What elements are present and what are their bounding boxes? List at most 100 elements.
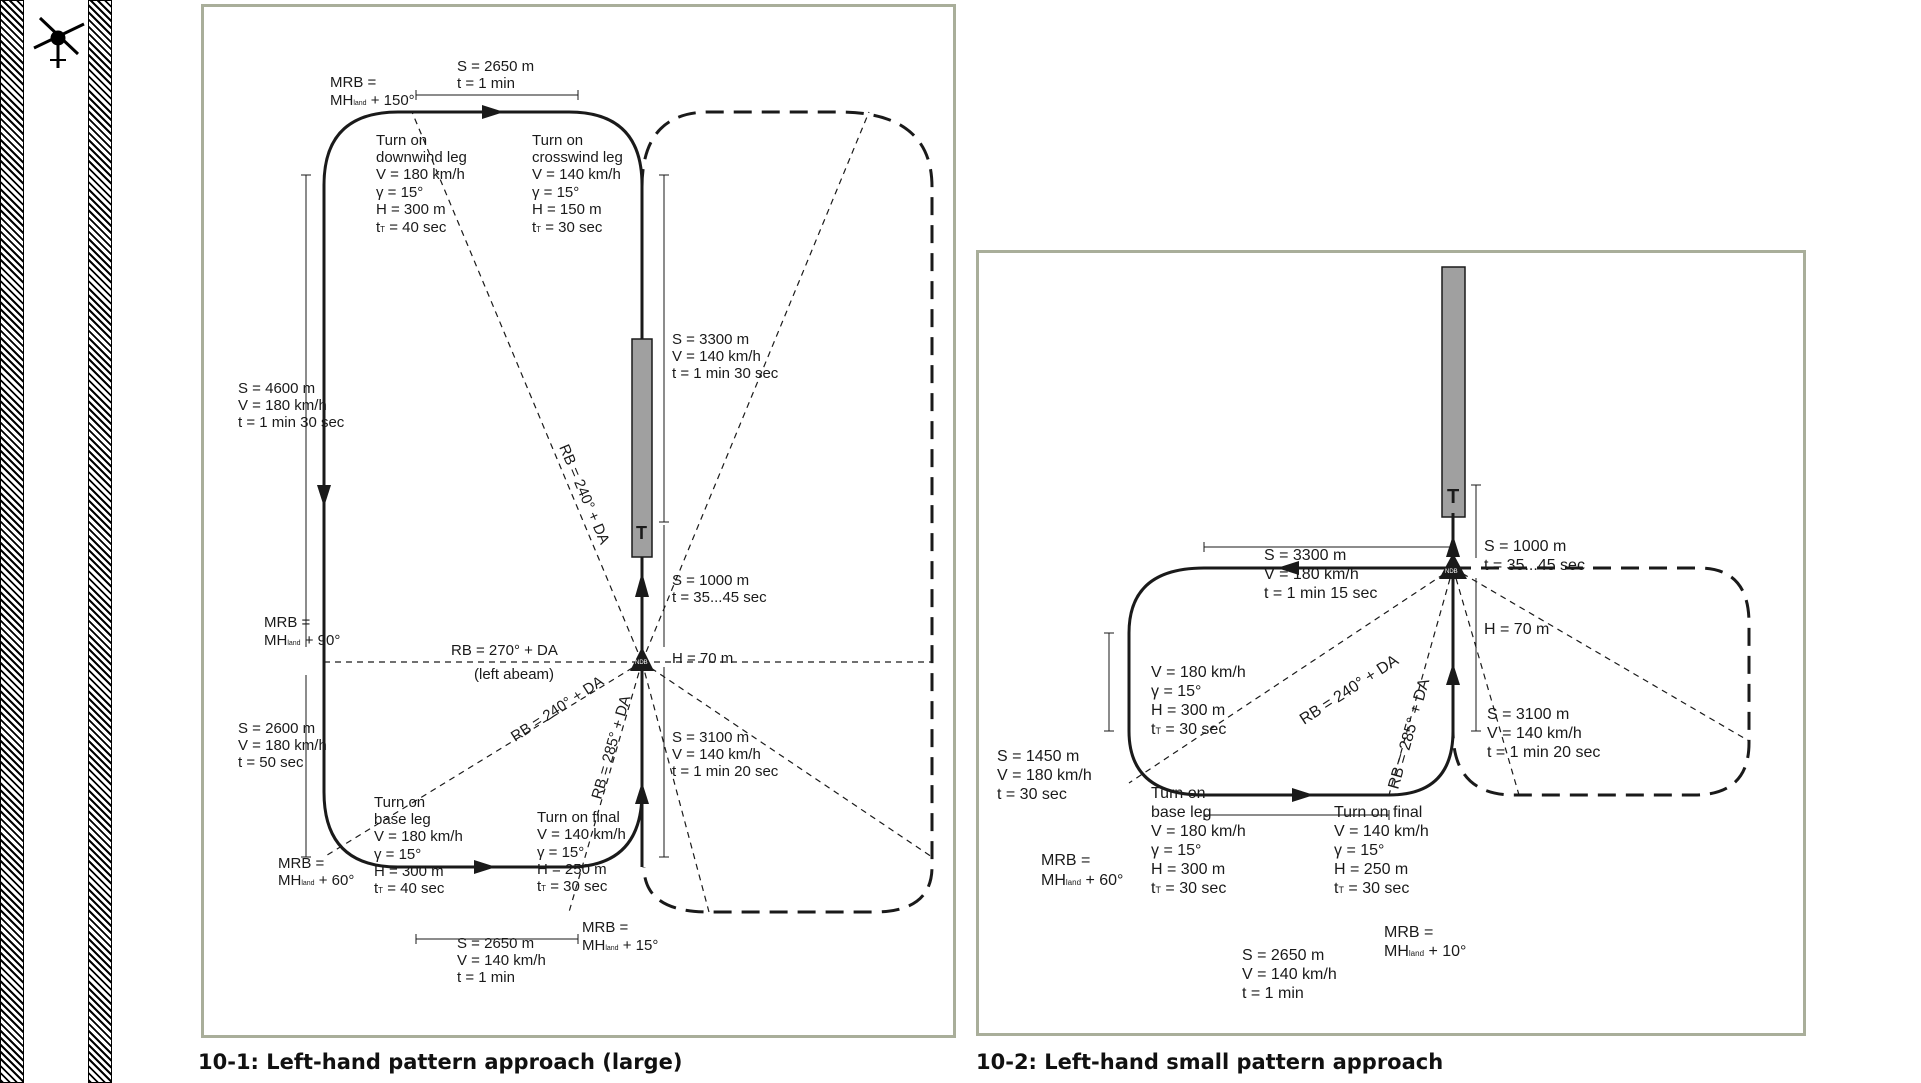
svg-text:tT = 30 sec: tT = 30 sec (1334, 880, 1409, 897)
svg-text:MRB =: MRB = (278, 855, 325, 872)
arrow-final-leg (635, 782, 649, 804)
svg-text:V = 180 km/h: V = 180 km/h (1151, 664, 1246, 681)
svg-text:S = 3100 m: S = 3100 m (1487, 706, 1569, 723)
svg-text:V = 140 km/h: V = 140 km/h (532, 166, 621, 183)
large-pattern-labels: MRB = MHland + 150° S = 2650 m t = 1 min… (238, 58, 779, 986)
arrow-ndb-leg (635, 572, 649, 597)
diagram-large-caption: 10-1: Left-hand pattern approach (large) (198, 1050, 683, 1074)
svg-text:H = 300 m: H = 300 m (376, 201, 446, 218)
svg-text:downwind leg: downwind leg (376, 149, 467, 166)
svg-text:MHland + 15°: MHland + 15° (582, 937, 658, 954)
svg-text:t = 1 min: t = 1 min (457, 75, 515, 92)
svg-text:γ = 15°: γ = 15° (1151, 683, 1201, 700)
svg-text:RB = 285° + DA: RB = 285° + DA (1386, 677, 1434, 792)
diagram-small-caption: 10-2: Left-hand small pattern approach (976, 1050, 1444, 1074)
svg-text:V = 180 km/h: V = 180 km/h (1151, 823, 1246, 840)
svg-text:MHland + 10°: MHland + 10° (1384, 943, 1466, 960)
svg-text:T: T (636, 523, 647, 543)
arrow-final-leg (1446, 663, 1460, 685)
svg-text:crosswind leg: crosswind leg (532, 149, 623, 166)
svg-text:RB = 240° + DA: RB = 240° + DA (508, 673, 607, 745)
arrow-top-leg (1277, 561, 1299, 575)
svg-text:γ = 15°: γ = 15° (537, 844, 584, 861)
svg-text:V = 140 km/h: V = 140 km/h (457, 952, 546, 969)
svg-text:tT = 40 sec: tT = 40 sec (374, 880, 445, 897)
svg-text:V = 140 km/h: V = 140 km/h (672, 348, 761, 365)
svg-text:MRB =: MRB = (1384, 924, 1433, 941)
svg-text:MRB =: MRB = (582, 919, 629, 936)
small-pattern-diagram: T NDB S = 1000 m t = 35...45 sec S = 330… (997, 266, 1751, 1002)
pattern-circuit (322, 110, 644, 869)
svg-text:MRB =: MRB = (264, 614, 311, 631)
svg-text:tT = 30 sec: tT = 30 sec (537, 878, 608, 895)
svg-text:S = 1450 m: S = 1450 m (997, 748, 1079, 765)
svg-text:S = 1000 m: S = 1000 m (672, 572, 749, 589)
svg-text:t = 35...45 sec: t = 35...45 sec (672, 589, 767, 606)
svg-text:V = 140 km/h: V = 140 km/h (1242, 966, 1337, 983)
svg-text:Turn on final: Turn on final (537, 809, 620, 826)
svg-text:S = 3300 m: S = 3300 m (1264, 547, 1346, 564)
dashed-right-circuit (1451, 566, 1751, 797)
large-pattern-diagram: T NDB MRB = MHland + 150° S = 2650 m t =… (238, 58, 934, 986)
arrow-left-leg (317, 485, 331, 507)
svg-text:t = 1 min 20 sec: t = 1 min 20 sec (672, 763, 779, 780)
svg-text:S = 2650 m: S = 2650 m (457, 58, 534, 75)
svg-text:H = 250 m: H = 250 m (537, 861, 607, 878)
svg-text:T: T (1447, 486, 1459, 508)
svg-text:H = 300 m: H = 300 m (374, 863, 444, 880)
svg-text:RB = 270° + DA: RB = 270° + DA (451, 642, 558, 659)
diagram-small-pattern-panel: T NDB S = 1000 m t = 35...45 sec S = 330… (976, 250, 1806, 1036)
svg-text:MHland + 90°: MHland + 90° (264, 632, 340, 649)
svg-text:t = 1 min 30 sec: t = 1 min 30 sec (238, 414, 345, 431)
ndb-label: NDB (1445, 569, 1458, 575)
bearing-lines (323, 111, 933, 913)
svg-text:S = 1000 m: S = 1000 m (1484, 538, 1566, 555)
svg-text:V = 140 km/h: V = 140 km/h (672, 746, 761, 763)
arrow-runway-leg (1446, 535, 1460, 557)
svg-text:RB = 240° + DA: RB = 240° + DA (1297, 652, 1402, 729)
svg-text:H = 70 m: H = 70 m (672, 650, 733, 667)
svg-text:V = 180 km/h: V = 180 km/h (997, 767, 1092, 784)
helicopter-logo-icon (33, 16, 85, 68)
svg-text:t = 50 sec: t = 50 sec (238, 754, 304, 771)
arrow-bottom-leg (474, 860, 496, 874)
svg-text:t = 1 min 30 sec: t = 1 min 30 sec (672, 365, 779, 382)
svg-text:Turn on: Turn on (374, 794, 425, 811)
svg-text:H = 70 m: H = 70 m (1484, 621, 1549, 638)
svg-text:Turn on final: Turn on final (1334, 804, 1422, 821)
svg-text:V = 180 km/h: V = 180 km/h (238, 737, 327, 754)
svg-text:Turn on: Turn on (1151, 785, 1206, 802)
svg-text:t = 1 min: t = 1 min (457, 969, 515, 986)
arrow-top-leg (482, 105, 504, 119)
svg-text:tT = 40 sec: tT = 40 sec (376, 219, 447, 236)
svg-text:V = 140 km/h: V = 140 km/h (1487, 725, 1582, 742)
svg-text:t = 1 min 20 sec: t = 1 min 20 sec (1487, 744, 1600, 761)
ndb-beacon-icon (630, 647, 654, 671)
svg-text:γ = 15°: γ = 15° (1334, 842, 1384, 859)
svg-text:H = 150 m: H = 150 m (532, 201, 602, 218)
svg-text:RB = 285° + DA: RB = 285° + DA (589, 694, 635, 801)
pattern-circuit (1127, 513, 1455, 797)
svg-text:γ = 15°: γ = 15° (532, 184, 579, 201)
svg-text:MHland + 60°: MHland + 60° (1041, 872, 1123, 889)
svg-text:base leg: base leg (374, 811, 431, 828)
svg-text:S = 3100 m: S = 3100 m (672, 729, 749, 746)
svg-text:(left abeam): (left abeam) (474, 666, 554, 683)
right-hatched-strip (88, 0, 112, 1083)
svg-text:t = 1 min: t = 1 min (1242, 985, 1304, 1002)
svg-text:S = 2650 m: S = 2650 m (1242, 947, 1324, 964)
svg-text:MHland + 150°: MHland + 150° (330, 92, 415, 109)
svg-text:S = 2600 m: S = 2600 m (238, 720, 315, 737)
runway (631, 338, 653, 558)
svg-text:base leg: base leg (1151, 804, 1212, 821)
left-hatched-strip (0, 0, 24, 1083)
ndb-beacon-icon (1439, 553, 1467, 579)
svg-text:V = 180 km/h: V = 180 km/h (374, 828, 463, 845)
svg-text:H = 300 m: H = 300 m (1151, 702, 1225, 719)
svg-text:V = 180 km/h: V = 180 km/h (1264, 566, 1359, 583)
svg-text:H = 300 m: H = 300 m (1151, 861, 1225, 878)
svg-text:RB = 240° + DA: RB = 240° + DA (555, 442, 612, 547)
svg-text:γ = 15°: γ = 15° (376, 184, 423, 201)
svg-text:S = 4600 m: S = 4600 m (238, 380, 315, 397)
diagram-large-pattern-panel: T NDB MRB = MHland + 150° S = 2650 m t =… (201, 4, 956, 1038)
